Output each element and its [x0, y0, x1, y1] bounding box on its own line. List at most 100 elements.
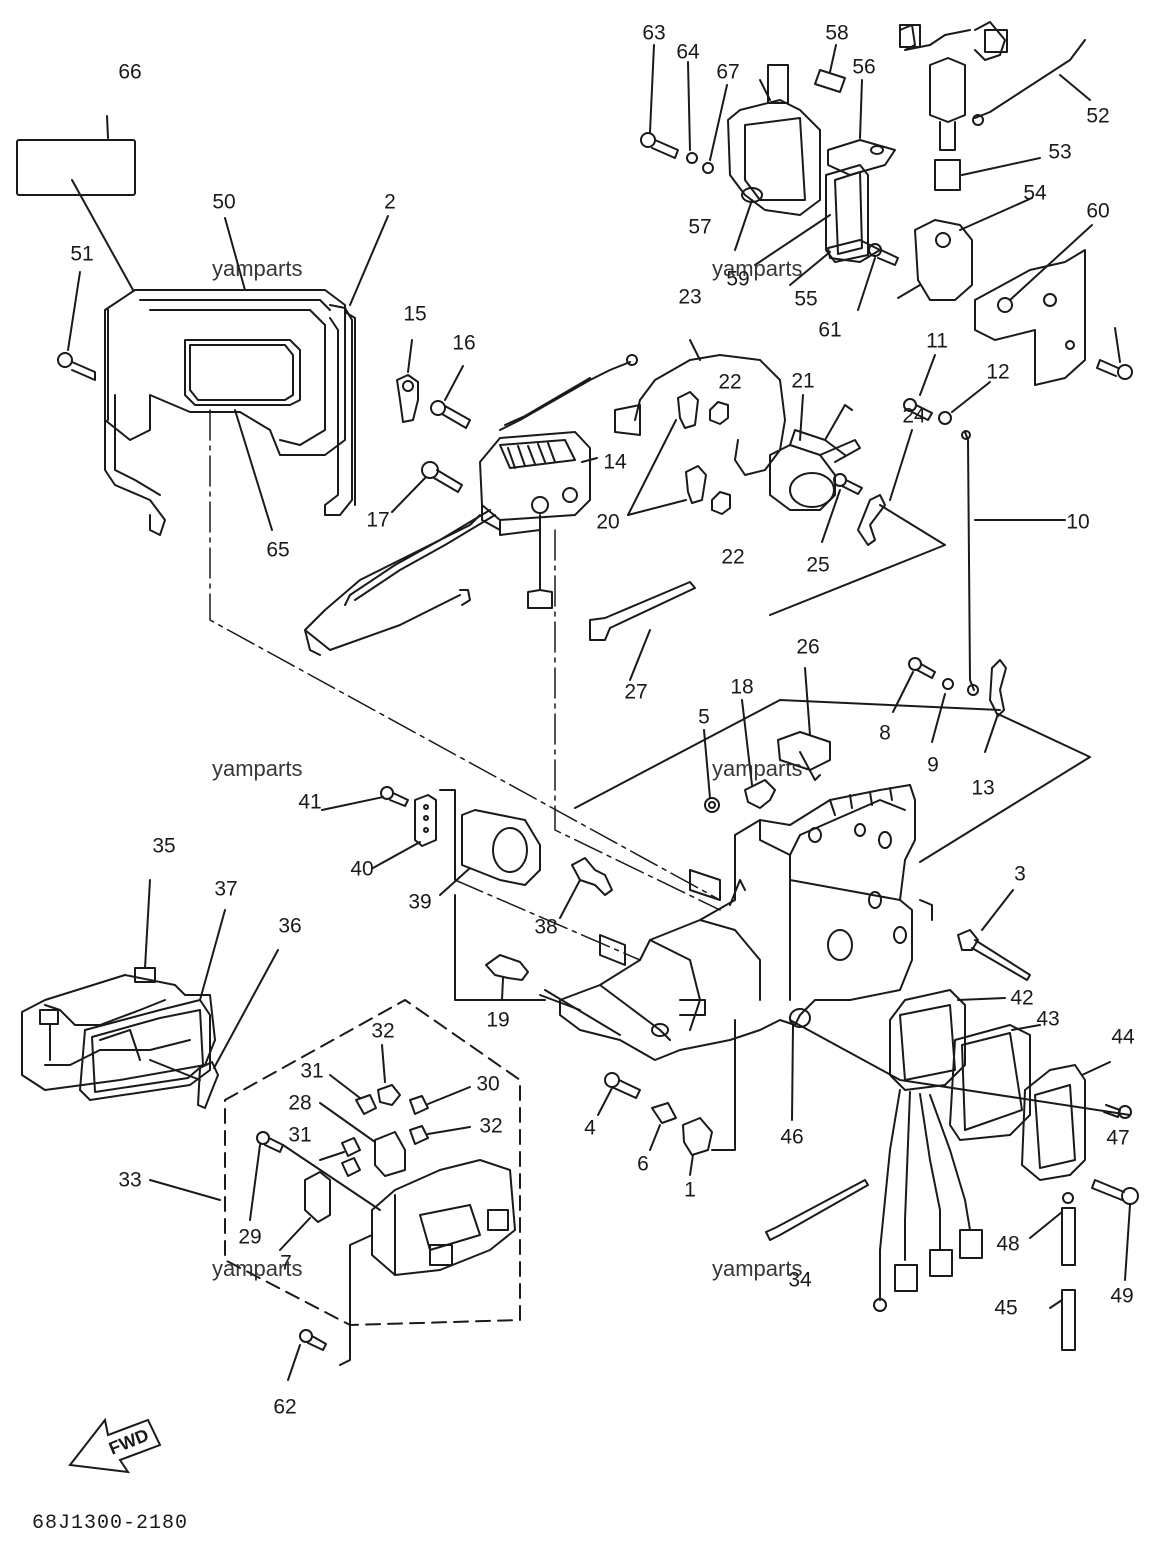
- part-number-label: 21: [791, 369, 815, 393]
- gasket-part-2: [324, 304, 356, 516]
- part-number-label: 53: [1048, 140, 1072, 164]
- coil-part-52: [899, 21, 1008, 191]
- switch-part-53: [914, 219, 973, 301]
- part-number-label: 33: [118, 1168, 142, 1192]
- washer-part-63: [686, 152, 698, 164]
- part-number-label: 64: [676, 40, 700, 64]
- part-number-label: 58: [825, 21, 849, 45]
- clamp-part-15: [396, 374, 419, 423]
- bracket-part-58: [827, 139, 896, 176]
- switch-part-26: [777, 731, 831, 781]
- bracket-part-24: [857, 494, 886, 546]
- part-number-label: 50: [212, 190, 236, 214]
- part-number-label: 10: [1066, 510, 1090, 534]
- part-number-label: 40: [350, 857, 374, 881]
- wire-bundle-part-42: [789, 1019, 1131, 1312]
- part-number-label: 2: [384, 190, 396, 214]
- drawing-code: 68J1300-2180: [32, 1512, 189, 1535]
- part-number-label: 19: [486, 1008, 510, 1032]
- cdi-part-30: [374, 1131, 406, 1177]
- part-number-label: 32: [371, 1019, 395, 1043]
- part-number-label: 7: [280, 1251, 292, 1275]
- connector-part-31c: [341, 1137, 361, 1177]
- electrical-bracket-main: [539, 784, 933, 1061]
- watermark: yamparts: [712, 256, 803, 281]
- clip-part-19: [485, 954, 529, 981]
- washer-part-12: [938, 411, 952, 425]
- bushing-part-5: [704, 797, 720, 813]
- part-number-label: 31: [300, 1059, 324, 1083]
- part-number-label: 52: [1086, 104, 1110, 128]
- cover-part-35: [21, 967, 216, 1091]
- part-number-label: 49: [1110, 1284, 1134, 1308]
- sensor-part-3: [957, 929, 1031, 981]
- grommet-part-6: [682, 1117, 713, 1156]
- connector-part-31b: [409, 1095, 429, 1115]
- bolt-part-62: [640, 132, 679, 159]
- part-number-label: 18: [730, 675, 754, 699]
- part-number-label: 16: [452, 331, 476, 355]
- clamp-part-38: [571, 857, 613, 896]
- nut-part-22: [709, 401, 731, 515]
- wire-part-23: [614, 354, 786, 476]
- part-number-label: 27: [624, 680, 648, 704]
- wire-harness-part-14: [304, 354, 638, 656]
- part-number-label: 23: [678, 285, 702, 309]
- bolt-part-11: [903, 398, 933, 421]
- part-number-label: 54: [1023, 181, 1047, 205]
- part-number-label: 17: [366, 508, 390, 532]
- part-number-label: 22: [718, 370, 742, 394]
- part-number-label: 65: [266, 538, 290, 562]
- part-number-label: 9: [927, 753, 939, 777]
- label-part-67: [814, 69, 846, 93]
- part-number-label: 1: [684, 1178, 696, 1202]
- part-number-label: 59: [726, 267, 750, 291]
- watermark: yamparts: [712, 1256, 803, 1281]
- part-number-label: 30: [476, 1072, 500, 1096]
- lead-part-10: [961, 430, 979, 696]
- part-number-label: 62: [273, 1395, 297, 1419]
- part-number-label: 32: [479, 1114, 503, 1138]
- gasket-part-37: [79, 999, 211, 1101]
- part-number-label: 22: [721, 545, 745, 569]
- connector-part-32a: [377, 1084, 401, 1106]
- part-number-label: 26: [796, 635, 820, 659]
- part-number-label: 48: [996, 1232, 1020, 1256]
- part-number-label: 13: [971, 776, 995, 800]
- part-number-label: 14: [603, 450, 627, 474]
- fwd-label: FWD: [106, 1425, 151, 1459]
- cdi-group-outline: [224, 999, 521, 1326]
- part-number-label: 47: [1106, 1126, 1130, 1150]
- plate-part-59: [827, 239, 881, 263]
- part-number-label: 25: [806, 553, 830, 577]
- rectifier-part-14: [479, 431, 591, 536]
- washer-part-64: [702, 162, 714, 174]
- washer-part-9: [942, 678, 954, 690]
- cdi-unit-part-28: [339, 1159, 516, 1366]
- part-number-label: 41: [298, 790, 322, 814]
- bracket-part-57: [825, 164, 869, 263]
- reference-lines: [209, 409, 721, 961]
- part-number-label: 3: [1014, 862, 1026, 886]
- connector-part-32b: [409, 1125, 429, 1145]
- bolt-part-54: [868, 243, 899, 266]
- connector-part-31a: [355, 1094, 377, 1115]
- part-number-label: 44: [1111, 1025, 1135, 1049]
- part-number-label: 5: [698, 705, 710, 729]
- bolt-part-34: [299, 1329, 327, 1351]
- bolt-part-51: [57, 352, 96, 381]
- part-number-label: 36: [278, 914, 302, 938]
- bolt-part-8: [908, 657, 936, 679]
- part-number-label: 8: [879, 721, 891, 745]
- part-number-label: 43: [1036, 1007, 1060, 1031]
- plate-part-13: [989, 659, 1007, 717]
- part-number-label: 12: [986, 360, 1010, 384]
- tie-band-part-45: [765, 1179, 869, 1241]
- part-number-label: 55: [794, 287, 818, 311]
- part-number-label: 63: [642, 21, 666, 45]
- bolt-part-41: [380, 786, 409, 807]
- part-number-label: 34: [788, 1268, 812, 1292]
- watermark: yamparts: [212, 756, 303, 781]
- collar-part-49: [1061, 1192, 1076, 1266]
